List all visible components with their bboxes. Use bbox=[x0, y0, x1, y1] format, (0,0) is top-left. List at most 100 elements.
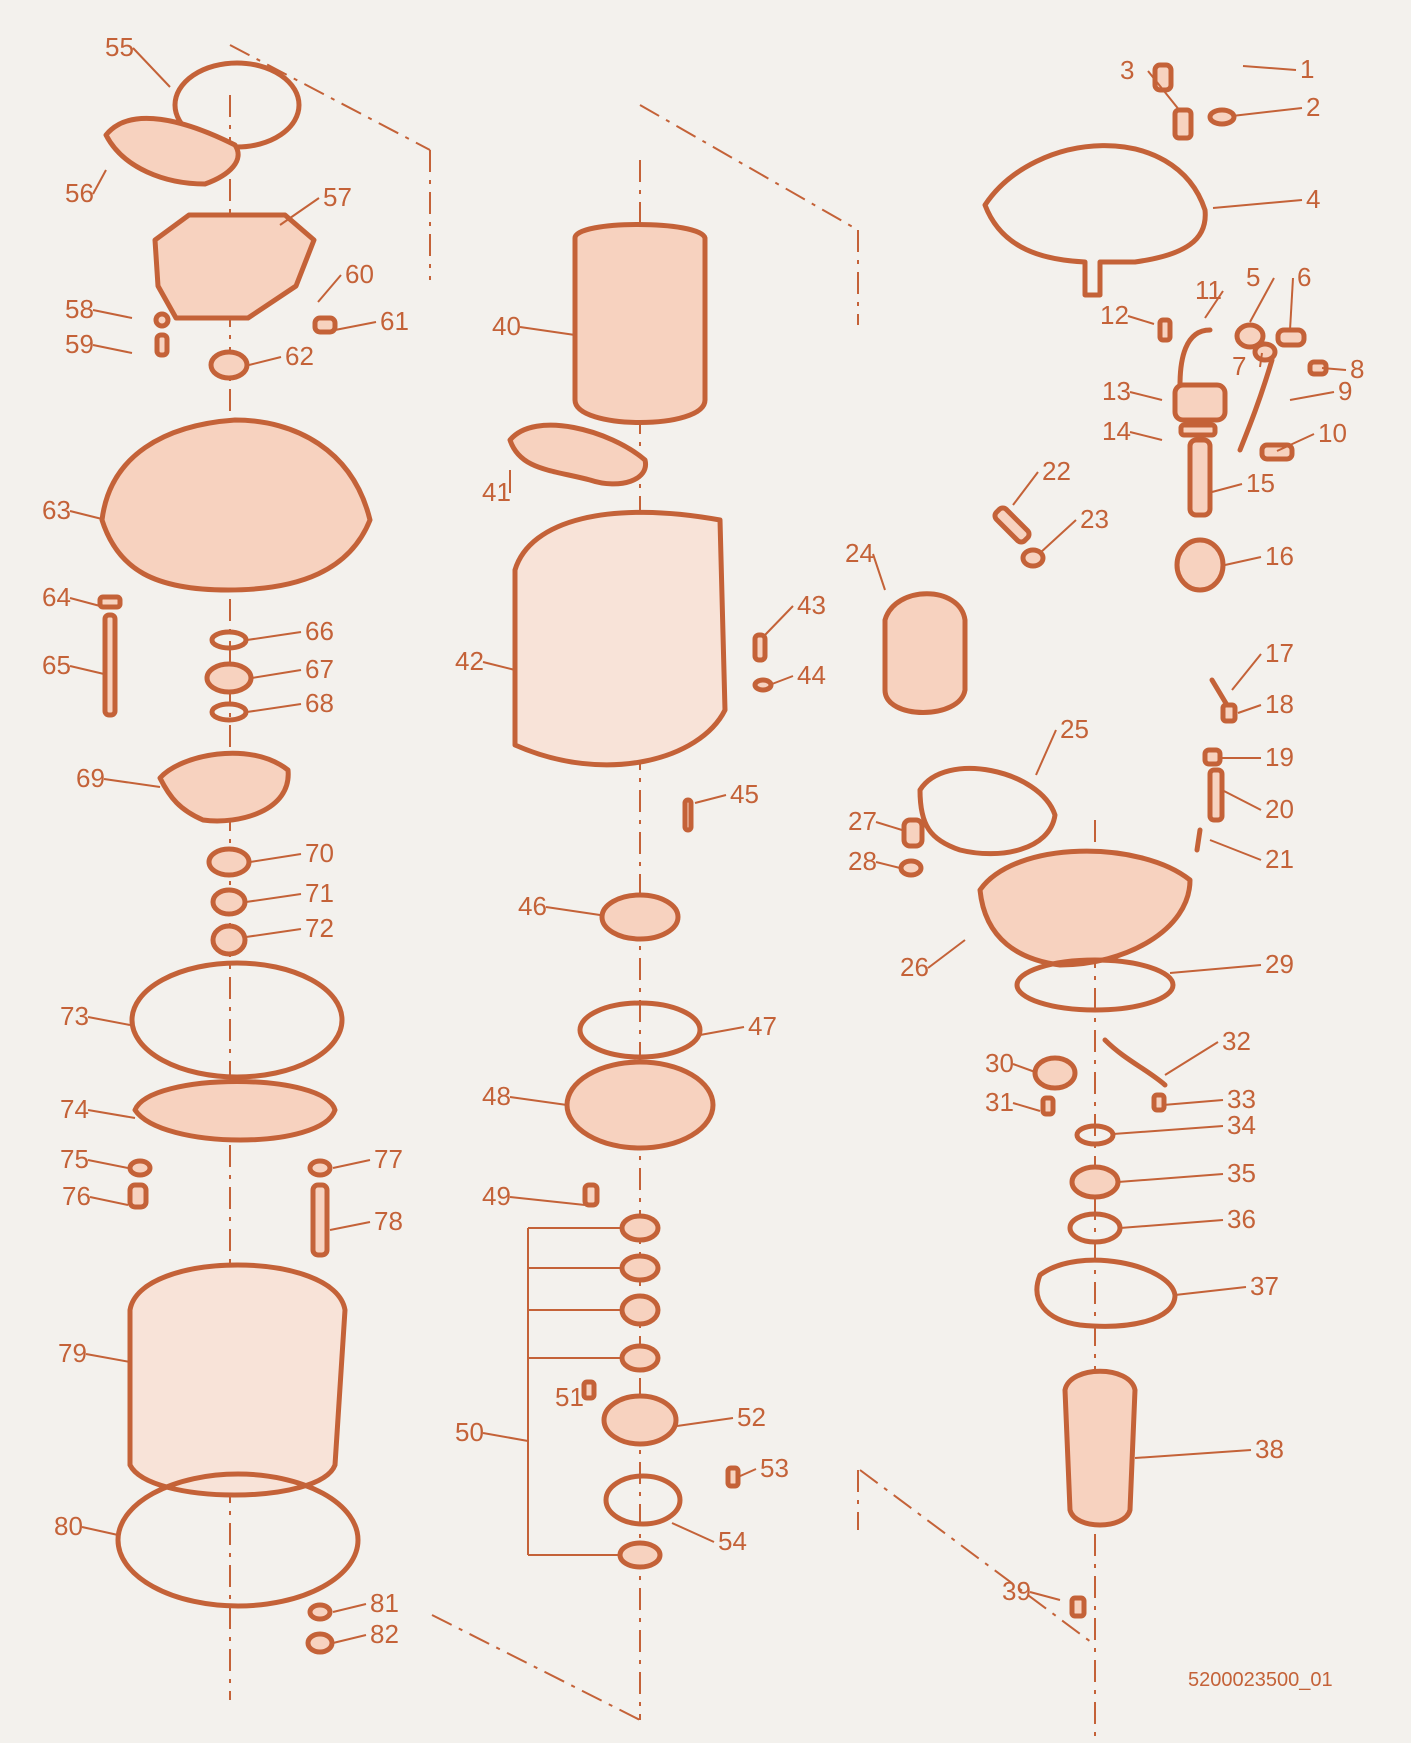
label-leader-58 bbox=[92, 309, 133, 319]
part-number-74: 74 bbox=[60, 1094, 89, 1124]
part-number-30: 30 bbox=[985, 1048, 1014, 1078]
label-leader-51 bbox=[582, 1394, 585, 1399]
part-number-5: 5 bbox=[1246, 262, 1260, 292]
part-number-24: 24 bbox=[845, 538, 874, 568]
part-40-stator bbox=[572, 222, 708, 425]
label-leader-36 bbox=[1119, 1219, 1224, 1229]
part-53-screw bbox=[725, 1465, 741, 1489]
part-54-washer bbox=[603, 1473, 683, 1527]
label-leader-28 bbox=[875, 861, 901, 869]
part-49-screw bbox=[582, 1182, 600, 1208]
part-number-51: 51 bbox=[555, 1382, 584, 1412]
part-number-73: 73 bbox=[60, 1001, 89, 1031]
part-62-nut bbox=[208, 349, 250, 381]
label-leader-37 bbox=[1174, 1286, 1247, 1296]
part-48-seal-housing bbox=[564, 1059, 716, 1151]
label-leader-20 bbox=[1221, 789, 1262, 811]
part-number-68: 68 bbox=[305, 688, 334, 718]
part-66-ring bbox=[209, 629, 249, 651]
part-50-ring-1 bbox=[619, 1213, 661, 1243]
label-leader-29 bbox=[1169, 964, 1262, 974]
part-79-strainer bbox=[127, 1262, 348, 1498]
part-number-67: 67 bbox=[305, 654, 334, 684]
label-leader-64 bbox=[69, 597, 101, 607]
label-leader-35 bbox=[1117, 1173, 1224, 1183]
label-leader-43 bbox=[764, 605, 794, 636]
part-43-screw bbox=[752, 632, 768, 663]
label-leader-66 bbox=[246, 631, 302, 641]
part-32-pipe bbox=[1102, 1037, 1168, 1088]
part-number-62: 62 bbox=[285, 341, 314, 371]
label-leader-44 bbox=[771, 675, 794, 685]
part-number-63: 63 bbox=[42, 495, 71, 525]
part-number-43: 43 bbox=[797, 590, 826, 620]
part-41-gasket bbox=[507, 422, 648, 487]
axis-middle-top bbox=[639, 104, 859, 231]
part-4-handle bbox=[982, 143, 1208, 298]
document-code: 5200023500_01 bbox=[1188, 1669, 1333, 1691]
label-leader-63 bbox=[69, 510, 103, 520]
part-number-31: 31 bbox=[985, 1087, 1014, 1117]
label-leader-42 bbox=[482, 661, 516, 671]
label-leader-23 bbox=[1039, 519, 1077, 554]
part-number-81: 81 bbox=[370, 1588, 399, 1618]
label-leader-33 bbox=[1162, 1099, 1224, 1106]
part-number-60: 60 bbox=[345, 259, 374, 289]
part-number-75: 75 bbox=[60, 1144, 89, 1174]
part-number-13: 13 bbox=[1102, 376, 1131, 406]
part-26-motor-head bbox=[977, 848, 1193, 968]
part-50-ring-5 bbox=[617, 1540, 663, 1570]
part-number-14: 14 bbox=[1102, 416, 1131, 446]
part-number-78: 78 bbox=[374, 1206, 403, 1236]
axis-middle-low bbox=[431, 1614, 641, 1721]
part-68-ring bbox=[209, 701, 249, 723]
label-leader-45 bbox=[694, 794, 727, 804]
label-leader-46 bbox=[545, 906, 601, 916]
part-1-screw bbox=[1152, 62, 1174, 93]
label-leader-18 bbox=[1237, 704, 1262, 714]
label-leader-16 bbox=[1224, 556, 1262, 566]
part-64-washer bbox=[97, 594, 123, 610]
part-number-71: 71 bbox=[305, 878, 334, 908]
label-leader-73 bbox=[87, 1016, 131, 1026]
part-number-64: 64 bbox=[42, 582, 71, 612]
part-22-screw bbox=[992, 505, 1032, 545]
part-number-55: 55 bbox=[105, 32, 134, 62]
part-number-41: 41 bbox=[482, 477, 511, 507]
part-number-57: 57 bbox=[323, 182, 352, 212]
part-number-10: 10 bbox=[1318, 418, 1347, 448]
label-leader-59 bbox=[92, 344, 133, 354]
part-number-16: 16 bbox=[1265, 541, 1294, 571]
part-28-washer bbox=[898, 858, 924, 878]
part-20-cable-tie bbox=[1207, 767, 1225, 823]
part-number-8: 8 bbox=[1350, 354, 1364, 384]
part-18-clip bbox=[1220, 702, 1238, 724]
part-number-9: 9 bbox=[1338, 376, 1352, 406]
label-leader-57 bbox=[279, 197, 320, 226]
label-leader-17 bbox=[1231, 653, 1262, 691]
part-number-21: 21 bbox=[1265, 844, 1294, 874]
part-33-screw bbox=[1151, 1092, 1167, 1113]
label-leader-26 bbox=[927, 939, 966, 969]
part-72-nut bbox=[210, 923, 248, 957]
label-leader-34 bbox=[1112, 1125, 1224, 1135]
part-3-clip bbox=[1172, 107, 1194, 141]
part-number-26: 26 bbox=[900, 952, 929, 982]
label-leader-49 bbox=[509, 1196, 586, 1206]
part-number-32: 32 bbox=[1222, 1026, 1251, 1056]
part-number-49: 49 bbox=[482, 1181, 511, 1211]
part-number-48: 48 bbox=[482, 1081, 511, 1111]
part-number-58: 58 bbox=[65, 294, 94, 324]
part-75-washer bbox=[127, 1158, 153, 1178]
axis-right-lower bbox=[859, 1469, 1096, 1646]
part-69-impeller bbox=[157, 750, 291, 824]
label-leader-4 bbox=[1212, 199, 1303, 209]
part-14-seal bbox=[1178, 422, 1218, 438]
part-number-69: 69 bbox=[76, 763, 105, 793]
part-number-6: 6 bbox=[1297, 262, 1311, 292]
part-number-17: 17 bbox=[1265, 638, 1294, 668]
part-number-46: 46 bbox=[518, 891, 547, 921]
label-leader-81 bbox=[332, 1603, 367, 1613]
label-leader-22 bbox=[1012, 471, 1039, 506]
